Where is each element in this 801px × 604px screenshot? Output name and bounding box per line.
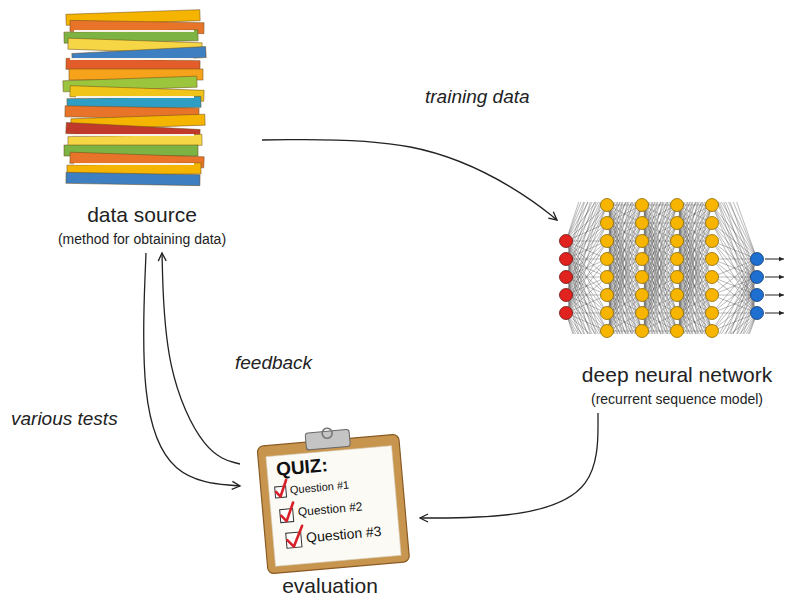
illustration-part	[305, 429, 350, 450]
illustration-part	[751, 253, 764, 320]
illustration-part	[70, 58, 194, 60]
illustration-part	[751, 307, 764, 320]
illustration-part	[751, 289, 764, 302]
illustrated-node: data source(method for obtaining data)	[22, 2, 262, 253]
illustration-part	[671, 199, 684, 338]
illustration-part	[560, 289, 573, 302]
illustration-part	[286, 526, 304, 547]
network-weights	[566, 202, 757, 334]
illustration-part	[751, 271, 764, 284]
illustration-part	[66, 172, 200, 185]
illustration-part	[636, 199, 649, 338]
edge-label: various tests	[8, 408, 121, 430]
illustration-part	[72, 134, 194, 136]
quiz-question: Question #2	[297, 500, 363, 519]
illustration-part	[560, 235, 573, 320]
illustration-part	[560, 271, 573, 284]
illustration-part	[765, 313, 784, 314]
node-caption: data source	[87, 202, 197, 228]
edge-label: training data	[422, 86, 533, 108]
paper-edges	[70, 30, 194, 165]
illustration-part	[74, 30, 194, 32]
clipboard	[256, 422, 410, 574]
illustration-part	[76, 96, 194, 98]
node-caption: evaluation	[282, 573, 378, 599]
illustration-part	[751, 253, 764, 266]
quiz-question: Question #1	[289, 479, 349, 496]
illustrated-node: evaluation	[240, 430, 420, 602]
illustration-part	[601, 199, 614, 338]
illustration-part	[275, 479, 304, 548]
illustration-part	[560, 253, 573, 266]
illustrated-node: deep neural network(recurrent sequence m…	[557, 190, 797, 413]
illustration-part	[74, 163, 194, 165]
illustration-part	[70, 20, 204, 33]
illustration-part	[765, 259, 784, 260]
illustration-part	[257, 434, 410, 574]
quiz-question: Question #3	[306, 524, 383, 546]
node-caption: deep neural network	[582, 362, 772, 388]
illustration-part	[560, 307, 573, 320]
illustration-part	[765, 259, 784, 313]
illustration-part	[322, 428, 333, 439]
illustration-part	[765, 277, 784, 278]
illustration-part	[280, 502, 295, 521]
illustration-part	[275, 480, 287, 497]
quiz-heading: QUIZ:	[275, 455, 328, 480]
flow-arrow	[162, 253, 240, 464]
network-neurons	[560, 199, 785, 338]
connectors	[144, 139, 598, 518]
flow-arrow	[262, 139, 557, 220]
node-subcaption: (method for obtaining data)	[58, 228, 226, 250]
illustration-part	[560, 235, 573, 248]
illustration-part	[706, 199, 719, 338]
folder-stack	[63, 10, 206, 186]
edge-label: feedback	[232, 352, 315, 374]
flow-arrow	[144, 253, 240, 486]
illustration-part	[765, 295, 784, 296]
illustration-part	[266, 446, 401, 567]
node-subcaption: (recurrent sequence model)	[591, 388, 763, 410]
flow-arrow	[420, 413, 598, 518]
